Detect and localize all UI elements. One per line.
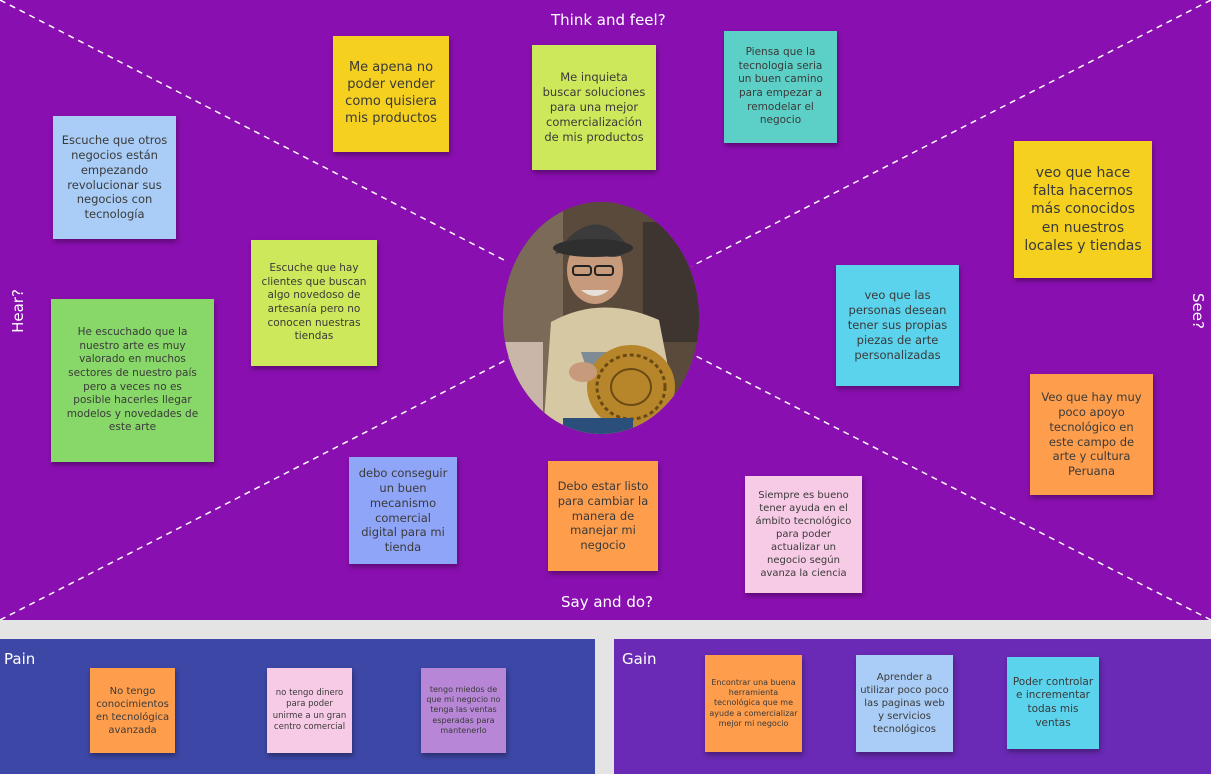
sticky-note-gain-1[interactable]: Encontrar una buena herramienta tecnológ… xyxy=(705,655,802,752)
gain-title: Gain xyxy=(622,650,657,668)
sticky-note-hear-3[interactable]: He escuchado que la nuestro arte es muy … xyxy=(51,299,214,462)
persona-photo xyxy=(503,202,699,434)
sticky-note-hear-2[interactable]: Escuche que hay clientes que buscan algo… xyxy=(251,240,377,366)
sticky-note-see-1[interactable]: veo que hace falta hacernos más conocido… xyxy=(1014,141,1152,278)
sticky-note-hear-1[interactable]: Escuche que otros negocios están empezan… xyxy=(53,116,176,239)
hear-label: Hear? xyxy=(8,289,27,333)
sticky-note-see-3[interactable]: Veo que hay muy poco apoyo tecnológico e… xyxy=(1030,374,1153,495)
say-and-do-label: Say and do? xyxy=(561,593,654,611)
pain-panel: Pain No tengo conocimientos en tecnológi… xyxy=(0,639,595,774)
sticky-note-say-2[interactable]: Debo estar listo para cambiar la manera … xyxy=(548,461,658,571)
sticky-note-pain-2[interactable]: no tengo dinero para poder unirme a un g… xyxy=(267,668,352,753)
sticky-note-gain-2[interactable]: Aprender a utilizar poco poco las pagina… xyxy=(856,655,953,752)
sticky-note-pain-3[interactable]: tengo miedos de que mi negocio no tenga … xyxy=(421,668,506,753)
empathy-map-board: Think and feel? Say and do? Hear? See? M… xyxy=(0,0,1211,620)
sticky-note-think-3[interactable]: Piensa que la tecnologia seria un buen c… xyxy=(724,31,837,143)
see-label: See? xyxy=(1188,293,1207,329)
sticky-note-see-2[interactable]: veo que las personas desean tener sus pr… xyxy=(836,265,959,386)
gain-panel: Gain Encontrar una buena herramienta tec… xyxy=(614,639,1211,774)
sticky-note-say-1[interactable]: debo conseguir un buen mecanismo comerci… xyxy=(349,457,457,564)
sticky-note-say-3[interactable]: Siempre es bueno tener ayuda en el ámbit… xyxy=(745,476,862,593)
think-and-feel-label: Think and feel? xyxy=(551,11,666,29)
sticky-note-gain-3[interactable]: Poder controlar e incrementar todas mis … xyxy=(1007,657,1099,749)
pain-title: Pain xyxy=(4,650,36,668)
sticky-note-pain-1[interactable]: No tengo conocimientos en tecnológica av… xyxy=(90,668,175,753)
quadrant-divider-lines xyxy=(0,0,1211,620)
artisan-illustration xyxy=(503,202,699,434)
sticky-note-think-2[interactable]: Me inquieta buscar soluciones para una m… xyxy=(532,45,656,170)
sticky-note-think-1[interactable]: Me apena no poder vender como quisiera m… xyxy=(333,36,449,152)
